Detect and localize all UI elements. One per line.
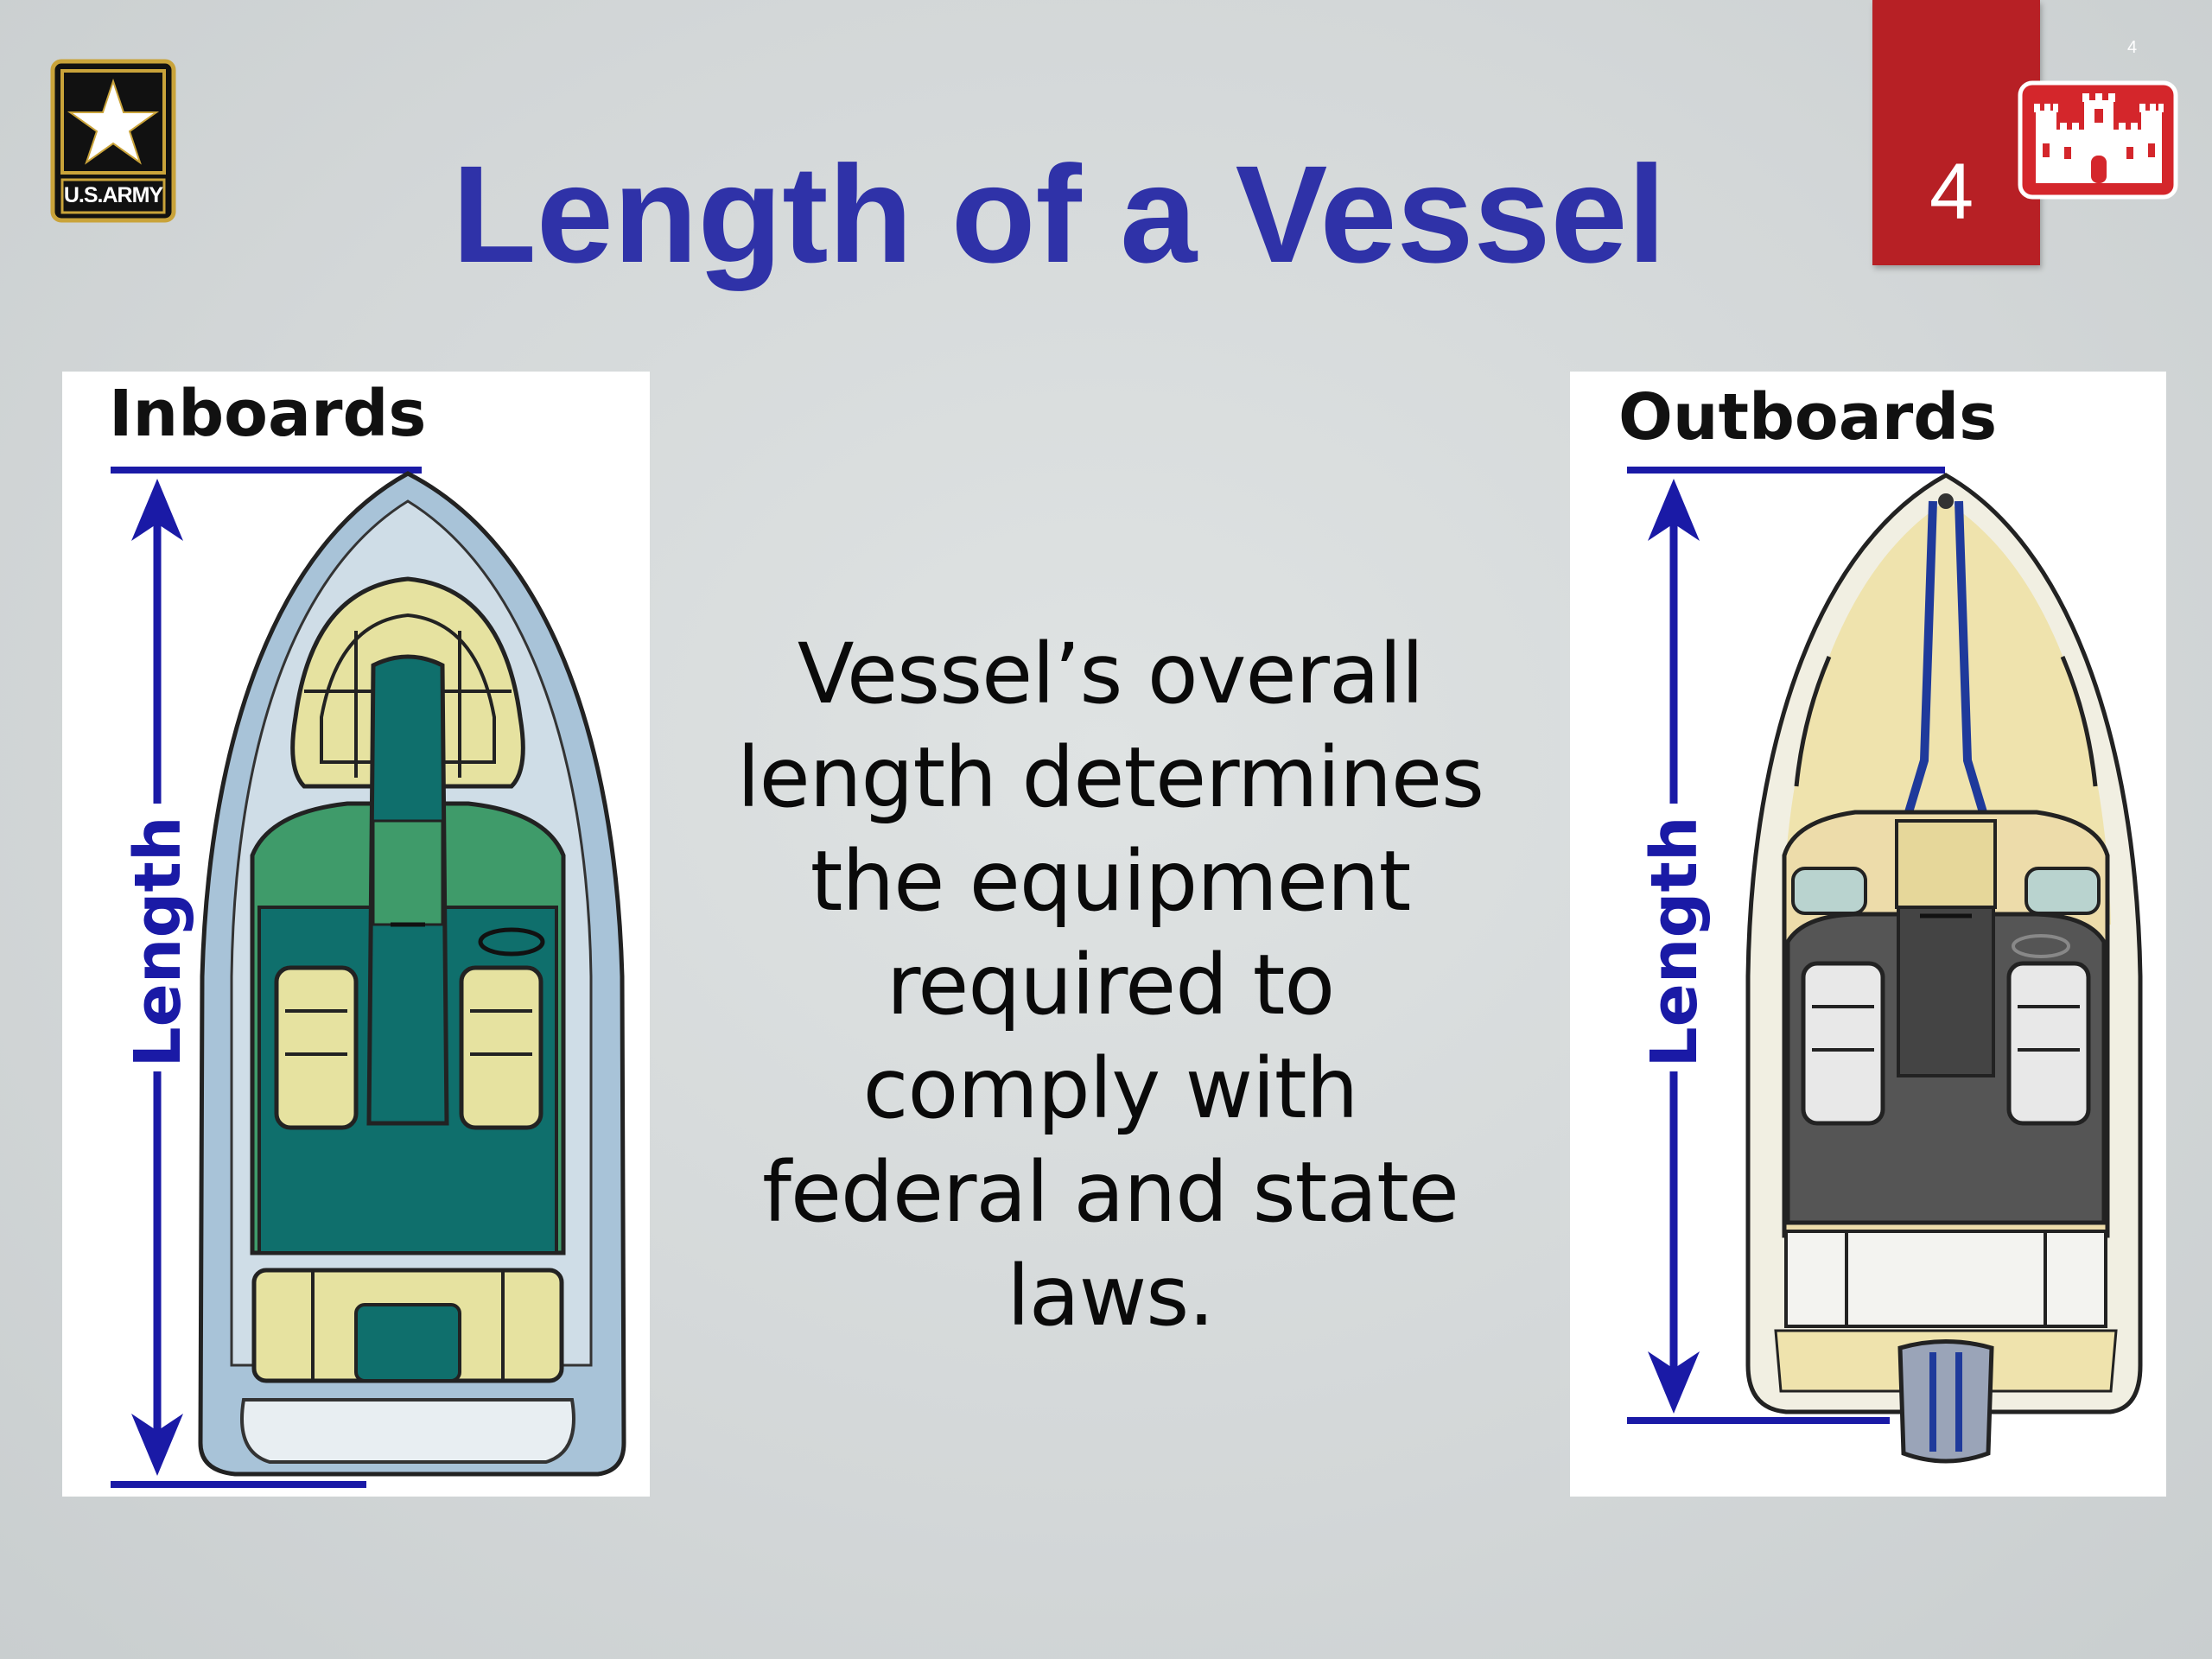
slide-number: 4 [1929, 148, 1974, 236]
slide-number-tab [1872, 0, 2040, 265]
army-star-icon [50, 59, 176, 223]
engineers-castle-icon [2018, 80, 2178, 200]
inboards-length-label: Length [121, 816, 195, 1067]
outboards-figure: Length Outboards [1570, 372, 2166, 1497]
slide-body-text: Vessel’s overall length determines the e… [736, 626, 1484, 1344]
slide-number-small: 4 [2127, 38, 2138, 57]
outboard-boat-icon: Length [1627, 467, 2143, 1464]
army-logo-text: U.S.ARMY [63, 183, 163, 207]
inboards-figure: Length Inboards [62, 372, 650, 1497]
slide-title: Length of a Vessel [452, 137, 1666, 291]
inboards-label: Inboards [109, 377, 427, 451]
outboards-label: Outboards [1618, 380, 1998, 454]
inboard-boat-icon: Length [111, 467, 626, 1488]
outboards-length-label: Length [1637, 816, 1712, 1067]
